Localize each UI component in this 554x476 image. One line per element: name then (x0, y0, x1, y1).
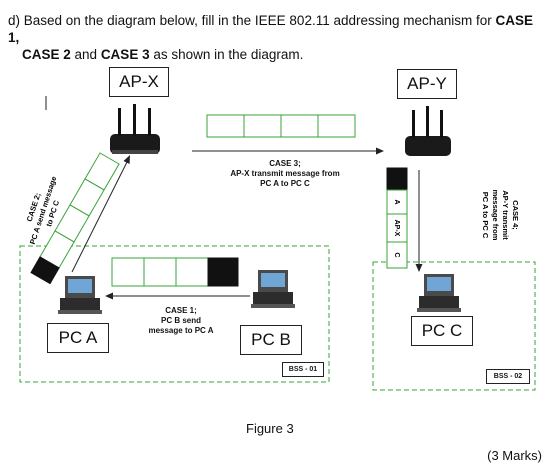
pc-a-computer-icon (58, 276, 102, 314)
case3-frame (206, 114, 356, 138)
question-case2: CASE 2 (22, 47, 71, 62)
case4-line2: message from (491, 190, 500, 241)
question-case1: CASE 1, (8, 13, 534, 45)
case4-field-a: A (393, 199, 400, 204)
pc-c-computer-icon (417, 274, 461, 312)
case3-caption: CASE 3; AP-X transmit message from PC A … (214, 159, 356, 189)
case1-line2: message to PC A (148, 326, 214, 335)
case4-line3: PC A to PC C (481, 192, 490, 239)
case3-title: CASE 3; (269, 159, 301, 168)
figure-caption: Figure 3 (246, 421, 294, 436)
bss-01-label: BSS - 01 (282, 362, 324, 377)
case1-line1: PC B send (160, 316, 201, 325)
question-text-2: and (70, 47, 101, 62)
question-text: d) Based on the diagram below, fill in t… (8, 12, 548, 63)
question-case3: CASE 3 (100, 47, 150, 62)
pc-b-label: PC B (240, 325, 302, 355)
ap-y-router-icon (405, 106, 451, 156)
case1-title: CASE 1; (165, 306, 197, 315)
ap-y-label: AP-Y (397, 69, 457, 99)
bss-02-label: BSS - 02 (486, 369, 530, 384)
bss-02-boundary (372, 261, 536, 391)
case3-line2: PC A to PC C (260, 179, 310, 188)
pc-a-label: PC A (47, 323, 109, 353)
case4-line1: AP-Y transmit (501, 190, 510, 240)
marks-label: (3 Marks) (487, 448, 542, 463)
pc-c-label: PC C (411, 316, 473, 346)
question-text-3: as shown in the diagram. (149, 47, 304, 62)
case1-caption: CASE 1; PC B send message to PC A (140, 306, 222, 336)
case4-field-c: C (393, 252, 400, 257)
case4-title: CASE 4; (511, 200, 520, 230)
bss-01-boundary (19, 245, 330, 383)
ap-x-label: AP-X (109, 67, 169, 97)
case1-frame (111, 257, 239, 287)
case2-frame (30, 152, 120, 285)
case4-frame (386, 167, 408, 269)
case4-field-apx: AP-X (393, 220, 400, 237)
pc-b-computer-icon (251, 270, 295, 308)
case2-arrow (71, 161, 128, 273)
question-text-1: Based on the diagram below, fill in the … (23, 13, 496, 28)
question-prefix: d) (8, 13, 24, 28)
case3-line1: AP-X transmit message from (230, 169, 340, 178)
ap-x-router-icon (110, 104, 160, 154)
